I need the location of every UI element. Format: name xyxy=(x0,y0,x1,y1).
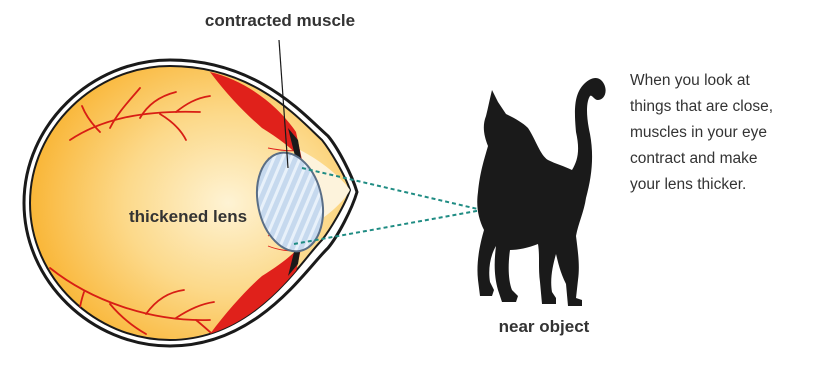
lens-label: thickened lens xyxy=(129,207,247,226)
caption-line: contract and make xyxy=(630,150,758,167)
object-label: near object xyxy=(499,317,590,336)
caption-line: your lens thicker. xyxy=(630,176,746,193)
muscle-label: contracted muscle xyxy=(205,11,355,30)
cat-silhouette-icon xyxy=(477,78,605,306)
caption-line: muscles in your eye xyxy=(630,124,767,141)
caption: When you look at things that are close, … xyxy=(630,72,773,193)
caption-line: things that are close, xyxy=(630,98,773,115)
caption-line: When you look at xyxy=(630,72,750,89)
